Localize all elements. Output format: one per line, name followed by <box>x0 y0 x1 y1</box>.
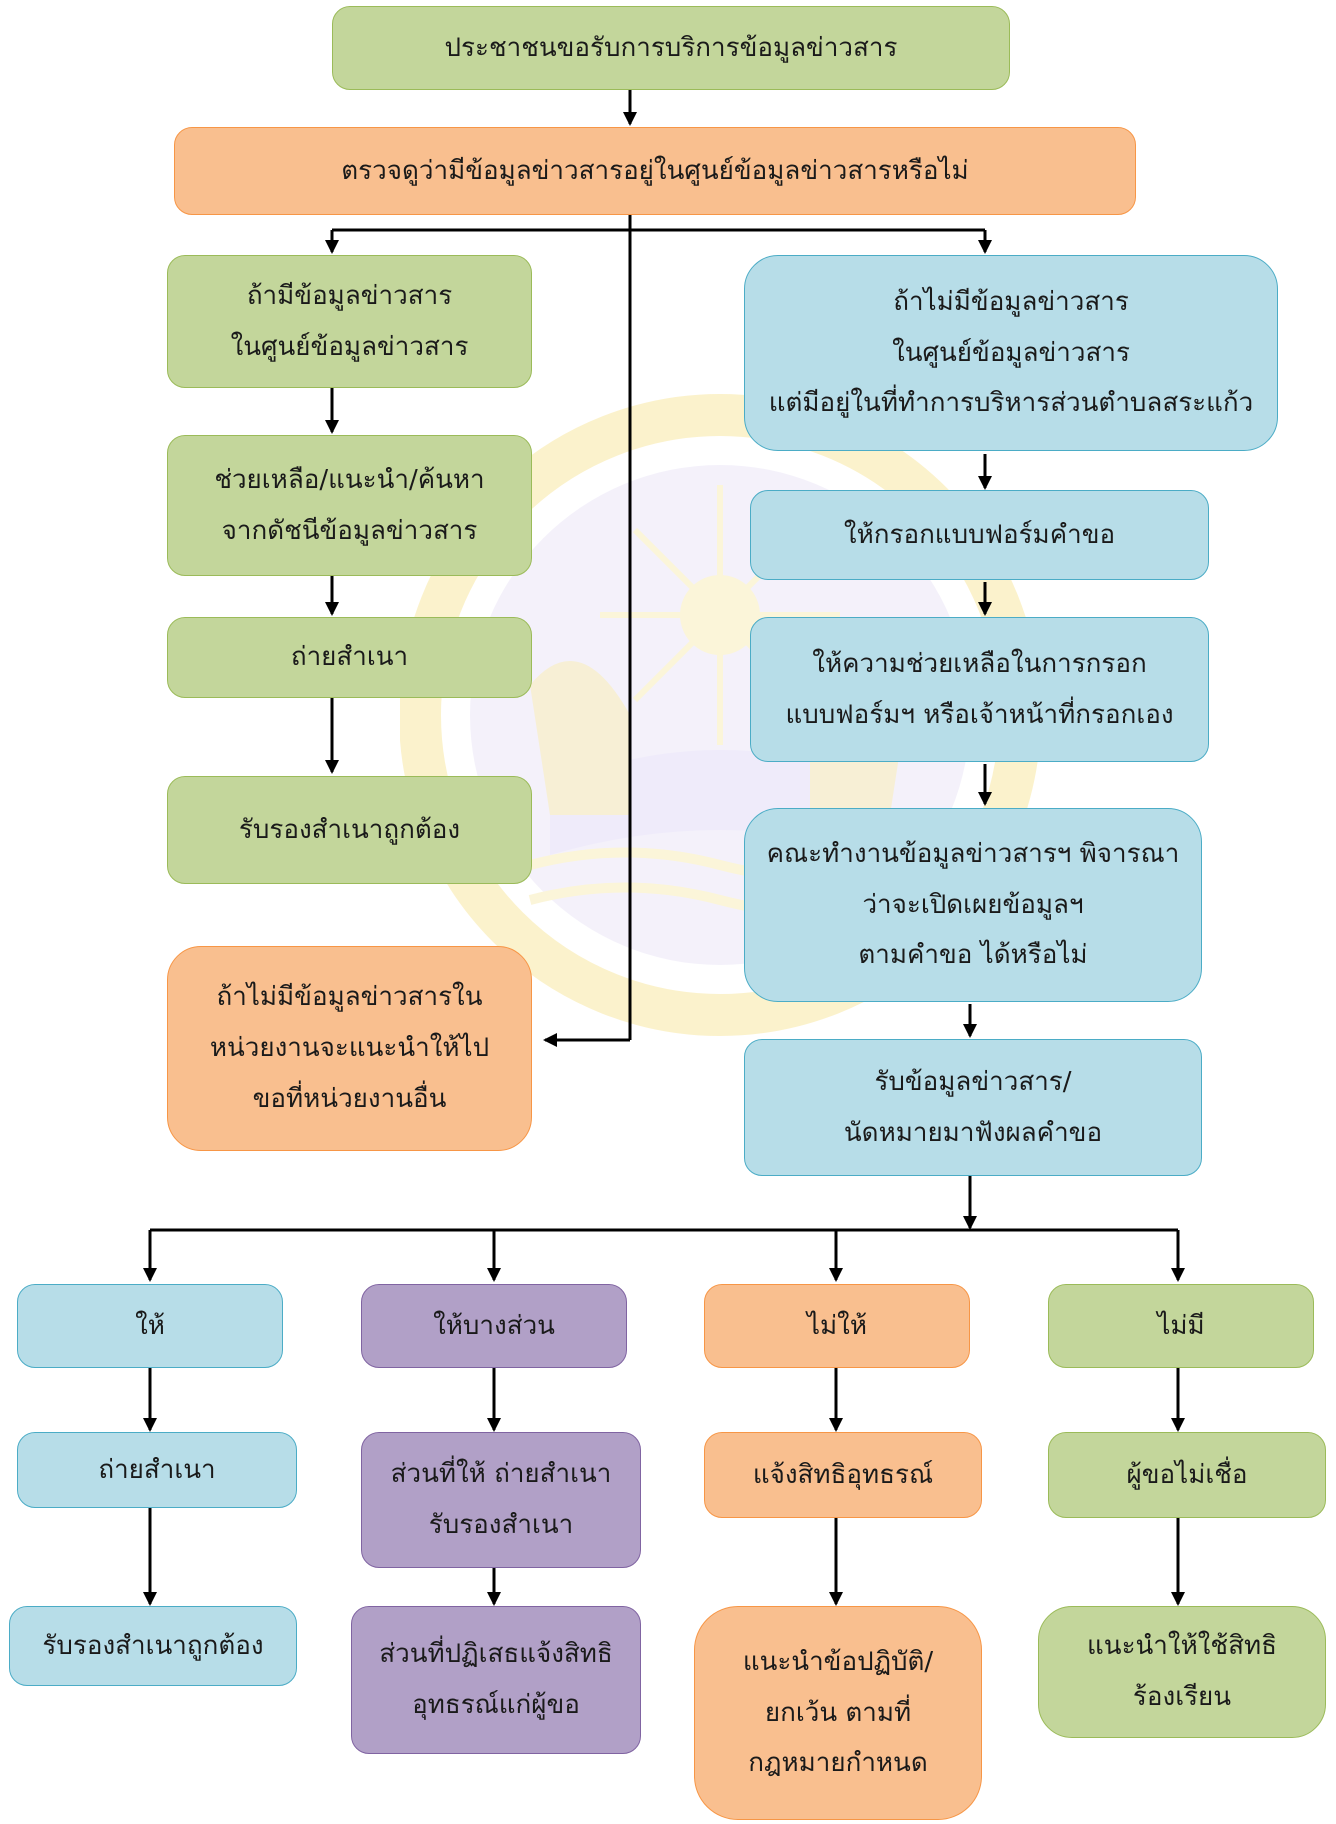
outcome-give-step2: รับรองสำเนาถูกต้อง <box>9 1606 297 1686</box>
outcome-deny-step1: แจ้งสิทธิอุทธรณ์ <box>704 1432 982 1518</box>
node-has-info: ถ้ามีข้อมูลข่าวสาร ในศูนย์ข้อมูลข่าวสาร <box>167 255 532 388</box>
node-no-info: ถ้าไม่มีข้อมูลข่าวสาร ในศูนย์ข้อมูลข่าวส… <box>744 255 1278 451</box>
node-check: ตรวจดูว่ามีข้อมูลข่าวสารอยู่ในศูนย์ข้อมู… <box>174 127 1136 215</box>
node-copy-left: ถ่ายสำเนา <box>167 617 532 698</box>
node-refer-other: ถ้าไม่มีข้อมูลข่าวสารใน หน่วยงานจะแนะนำใ… <box>167 946 532 1151</box>
outcome-partial-step1: ส่วนที่ให้ ถ่ายสำเนา รับรองสำเนา <box>361 1432 641 1568</box>
outcome-none: ไม่มี <box>1048 1284 1314 1368</box>
node-fill-form: ให้กรอกแบบฟอร์มคำขอ <box>750 490 1209 580</box>
node-start: ประชาชนขอรับการบริการข้อมูลข่าวสาร <box>332 6 1010 90</box>
outcome-give: ให้ <box>17 1284 283 1368</box>
outcome-partial-step2: ส่วนที่ปฏิเสธแจ้งสิทธิ อุทธรณ์แก่ผู้ขอ <box>351 1606 641 1754</box>
node-receive: รับข้อมูลข่าวสาร/ นัดหมายมาฟังผลคำขอ <box>744 1039 1202 1176</box>
outcome-partial: ให้บางส่วน <box>361 1284 627 1368</box>
outcome-give-step1: ถ่ายสำเนา <box>17 1432 297 1508</box>
node-assist-form: ให้ความช่วยเหลือในการกรอก แบบฟอร์มฯ หรือ… <box>750 617 1209 762</box>
outcome-deny: ไม่ให้ <box>704 1284 970 1368</box>
outcome-none-step1: ผู้ขอไม่เชื่อ <box>1048 1432 1326 1518</box>
node-committee: คณะทำงานข้อมูลข่าวสารฯ พิจารณา ว่าจะเปิด… <box>744 808 1202 1002</box>
outcome-deny-step2: แนะนำข้อปฏิบัติ/ ยกเว้น ตามที่ กฎหมายกำห… <box>694 1606 982 1820</box>
node-certify-left: รับรองสำเนาถูกต้อง <box>167 776 532 884</box>
outcome-none-step2: แนะนำให้ใช้สิทธิ ร้องเรียน <box>1038 1606 1326 1738</box>
node-help-search: ช่วยเหลือ/แนะนำ/ค้นหา จากดัชนีข้อมูลข่าว… <box>167 435 532 576</box>
